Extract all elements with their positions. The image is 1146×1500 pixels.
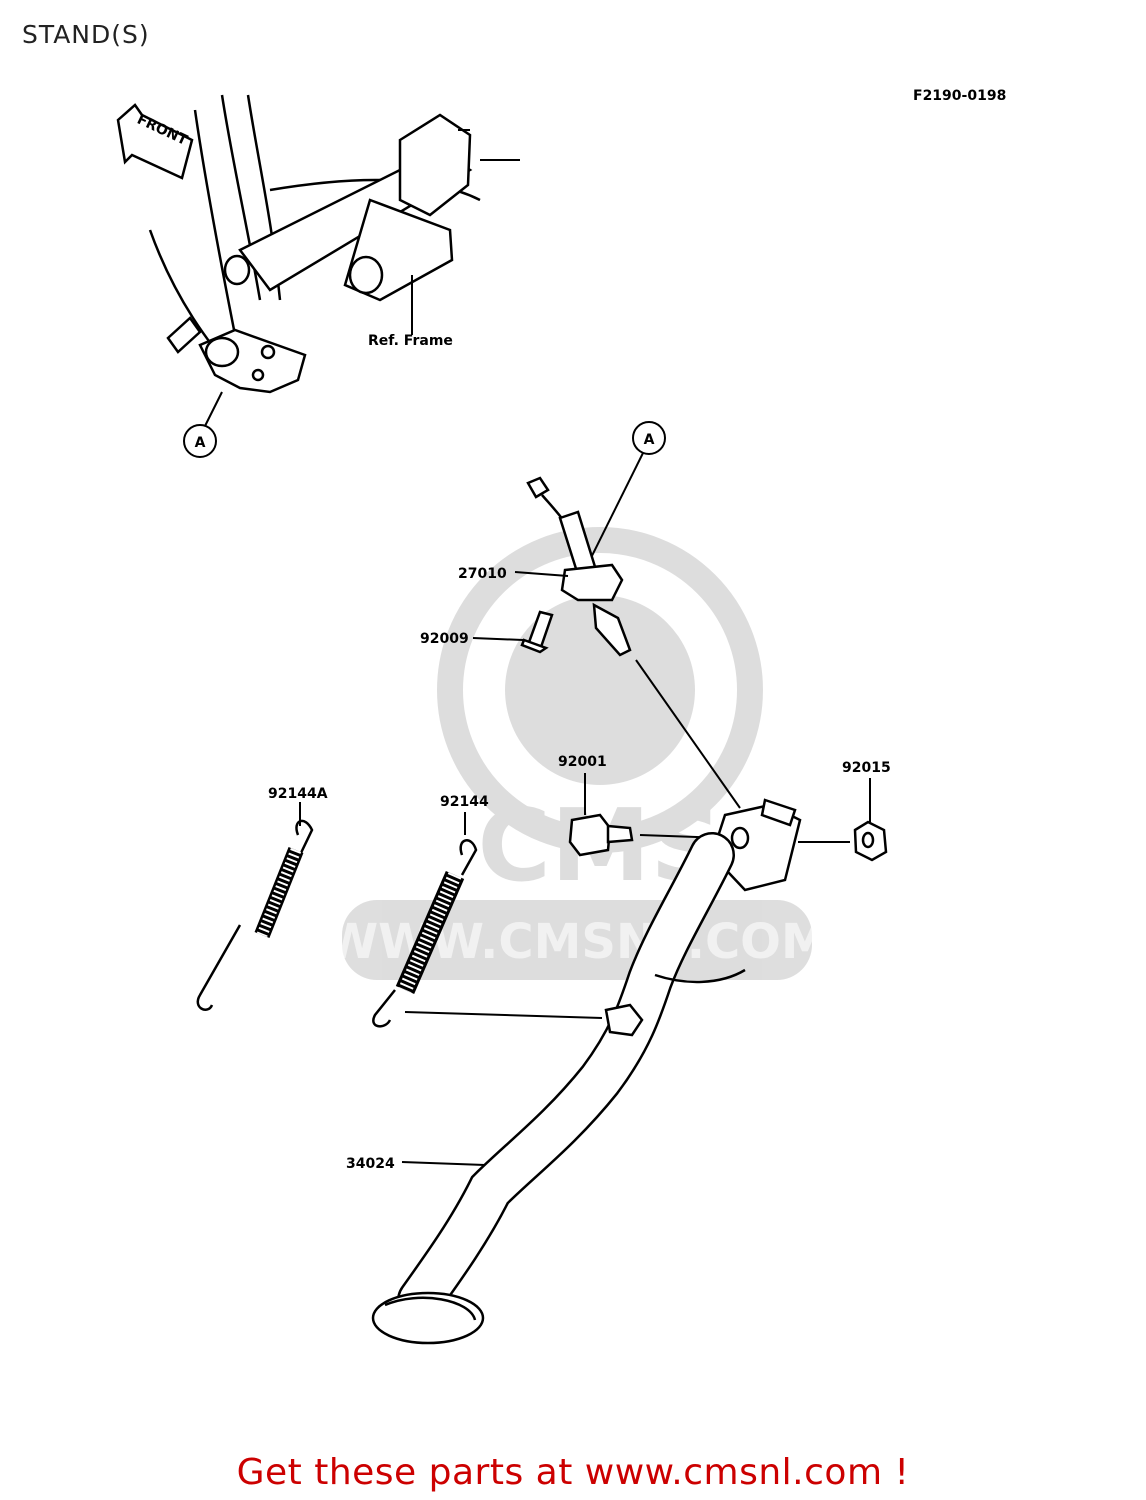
part-label-92144A: 92144A: [268, 786, 328, 802]
spring-92144A: [196, 819, 314, 1011]
part-label-92144: 92144: [440, 794, 489, 810]
nut-92015: [853, 820, 888, 862]
svg-text:A: A: [644, 432, 655, 448]
frame-assembly: [148, 94, 520, 394]
bolt-92001: [568, 813, 634, 857]
front-arrow: FRONT: [116, 103, 194, 180]
part-label-92015: 92015: [842, 760, 891, 776]
watermark-url: WWW.CMSNL.COM: [325, 914, 829, 970]
page-title: STAND(S): [22, 20, 150, 49]
part-label-92009: 92009: [420, 631, 469, 647]
switch-27010: [526, 476, 632, 657]
cta-link[interactable]: Get these parts at www.cmsnl.com !: [236, 1452, 910, 1493]
figure-code: F2190-0198: [913, 88, 1007, 104]
callout-a-frame: A: [183, 391, 223, 458]
ref-frame-label: Ref. Frame: [368, 333, 453, 349]
part-label-92001: 92001: [558, 754, 607, 770]
spring-92144: [372, 839, 478, 1028]
side-stand-34024: [371, 798, 802, 1345]
part-label-34024: 34024: [346, 1156, 395, 1172]
svg-text:A: A: [195, 435, 206, 451]
screw-92009: [520, 610, 554, 654]
part-label-27010: 27010: [458, 566, 507, 582]
